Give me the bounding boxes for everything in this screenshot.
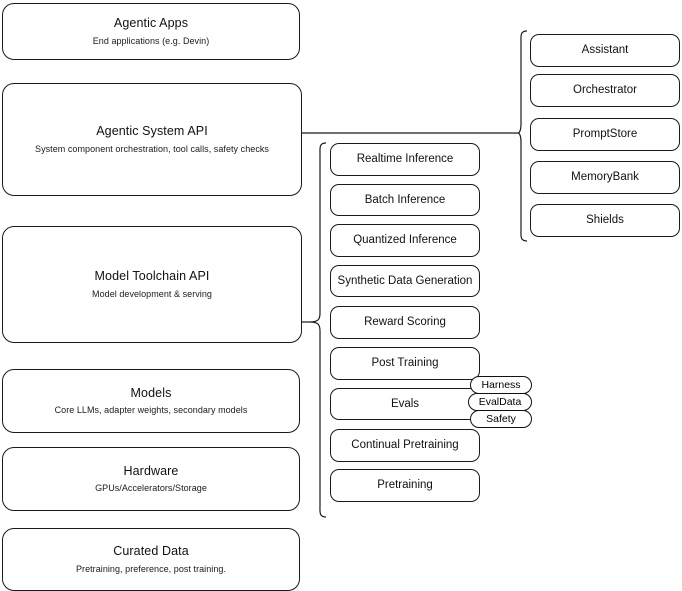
component-label: Assistant — [581, 44, 629, 57]
layer-agentic-apps[interactable]: Agentic Apps End applications (e.g. Devi… — [2, 3, 300, 60]
badge-evaldata[interactable]: EvalData — [468, 393, 532, 411]
layer-agentic-system-api[interactable]: Agentic System API System component orch… — [2, 83, 302, 196]
badge-label: Safety — [486, 412, 516, 425]
component-orchestrator[interactable]: Orchestrator — [530, 74, 680, 107]
capability-evals[interactable]: Evals — [330, 388, 480, 420]
layer-subtitle: Pretraining, preference, post training. — [75, 563, 227, 574]
capability-synthetic-data-generation[interactable]: Synthetic Data Generation — [330, 265, 480, 297]
component-shields[interactable]: Shields — [530, 204, 680, 237]
component-promptstore[interactable]: PromptStore — [530, 118, 680, 151]
capability-label: Reward Scoring — [364, 316, 446, 329]
layer-subtitle: Core LLMs, adapter weights, secondary mo… — [54, 405, 248, 416]
capability-label: Quantized Inference — [353, 234, 457, 247]
component-label: PromptStore — [572, 128, 638, 141]
component-label: Orchestrator — [573, 84, 637, 97]
capability-batch-inference[interactable]: Batch Inference — [330, 184, 480, 216]
capability-label: Synthetic Data Generation — [337, 274, 473, 287]
capability-reward-scoring[interactable]: Reward Scoring — [330, 306, 480, 339]
badge-harness[interactable]: Harness — [470, 376, 532, 394]
capability-label: Realtime Inference — [356, 153, 454, 166]
badge-label: EvalData — [478, 395, 522, 408]
capability-continual-pretraining[interactable]: Continual Pretraining — [330, 429, 480, 462]
capability-label: Pretraining — [377, 479, 433, 492]
layer-subtitle: End applications (e.g. Devin) — [92, 35, 210, 46]
capability-label: Continual Pretraining — [351, 439, 459, 452]
layer-title: Models — [130, 385, 172, 400]
capability-label: Batch Inference — [364, 193, 446, 206]
layer-curated-data[interactable]: Curated Data Pretraining, preference, po… — [2, 528, 300, 591]
badge-label: Harness — [481, 378, 521, 391]
brace-toolchain-capabilities — [309, 142, 327, 518]
capability-label: Post Training — [371, 357, 439, 370]
component-label: Shields — [586, 214, 624, 227]
layer-title: Agentic Apps — [113, 16, 189, 31]
component-assistant[interactable]: Assistant — [530, 34, 680, 67]
brace-system-components — [517, 30, 528, 242]
capability-realtime-inference[interactable]: Realtime Inference — [330, 143, 480, 176]
capability-pretraining[interactable]: Pretraining — [330, 469, 480, 502]
capability-label: Evals — [390, 397, 420, 410]
component-label: MemoryBank — [571, 171, 639, 184]
layer-title: Agentic System API — [96, 124, 208, 139]
component-memorybank[interactable]: MemoryBank — [530, 161, 680, 194]
layer-title: Curated Data — [113, 544, 189, 559]
layer-title: Hardware — [123, 463, 179, 478]
badge-safety[interactable]: Safety — [470, 410, 532, 428]
layer-subtitle: Model development & serving — [92, 288, 212, 299]
layer-title: Model Toolchain API — [94, 269, 210, 284]
capability-post-training[interactable]: Post Training — [330, 347, 480, 380]
layer-subtitle: GPUs/Accelerators/Storage — [95, 483, 207, 494]
layer-subtitle: System component orchestration, tool cal… — [35, 143, 269, 154]
capability-quantized-inference[interactable]: Quantized Inference — [330, 224, 480, 257]
layer-hardware[interactable]: Hardware GPUs/Accelerators/Storage — [2, 447, 300, 511]
layer-model-toolchain-api[interactable]: Model Toolchain API Model development & … — [2, 226, 302, 343]
layer-models[interactable]: Models Core LLMs, adapter weights, secon… — [2, 369, 300, 433]
